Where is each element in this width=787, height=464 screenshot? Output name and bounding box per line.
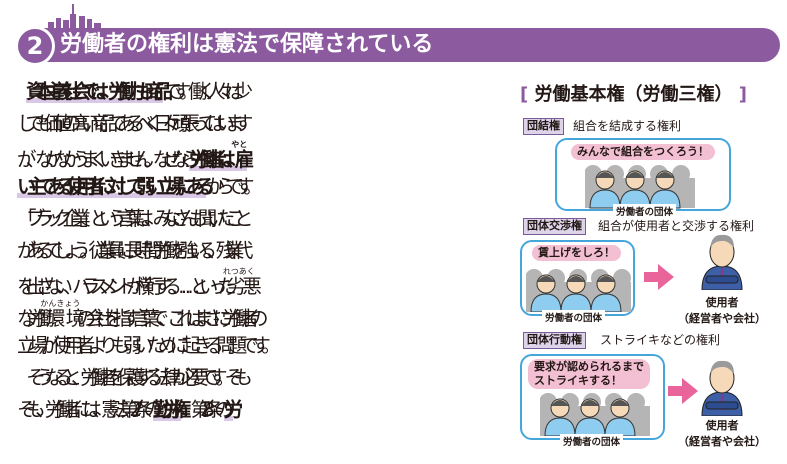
- right-desc-kodo: ストライキなどの権利: [600, 333, 721, 347]
- ruby-base: 雇: [231, 147, 257, 171]
- text-segment: の会社を指す言葉で、これはまさに労働者の: [76, 306, 268, 330]
- ruby-base: 劣悪: [222, 274, 265, 298]
- furigana: かんきょう: [40, 298, 81, 308]
- text-segment: そも、労働者には、憲法第27条の: [17, 397, 163, 421]
- workers-illustration: [540, 393, 650, 436]
- emphasized-text: 勤労権: [152, 397, 191, 421]
- body-line: 立場が使用者よりも弱いために起きる問題です。: [17, 330, 495, 362]
- right-label-kosho: 団体交渉権: [523, 218, 586, 235]
- body-line: な労働環境かんきょうの会社を指す言葉で、これはまさに労働者の: [17, 299, 495, 331]
- furigana: やと: [231, 139, 248, 149]
- employer-sub-label: （経営者や会社）: [678, 435, 766, 448]
- bracket-open: [: [520, 84, 529, 105]
- text-segment: そうなると、労働者を保護する法律が必要です。そも: [17, 366, 253, 390]
- workers-illustration: [585, 165, 695, 209]
- speech-bubble: 要求が認められるまでストライキする！: [528, 359, 650, 389]
- emphasized-text: 雇やと: [231, 140, 258, 171]
- employer-label: 使用者: [705, 419, 739, 432]
- group-caption: 労働者の団体: [542, 310, 606, 324]
- body-line: そうなると、労働者を保護する法律が必要です。そも: [17, 362, 495, 394]
- speech-bubble: みんなで組合をつくろう！: [571, 144, 715, 160]
- bracket-close: ]: [738, 84, 748, 105]
- body-line: 資本主義社会では、労働力も商品です。働く人々は少: [17, 76, 495, 108]
- speech-line-1: 要求が認められるまで: [534, 360, 644, 373]
- emphasized-text: 労: [223, 397, 244, 421]
- body-line: が、なかなかうまくいきません。なぜなら労働者は、雇やと: [17, 140, 495, 172]
- text-segment: からです。: [205, 175, 263, 199]
- text-segment: しでも価値の高い商品であるべく日々頑張ってはいます: [17, 111, 253, 135]
- employer-illustration: [701, 234, 743, 290]
- text-segment: 環境かんきょう: [40, 299, 90, 330]
- employer-illustration: [701, 360, 743, 416]
- section-title: 労働者の権利は憲法で保障されている: [60, 32, 434, 57]
- group-caption: 労働者の団体: [613, 204, 677, 218]
- illustration-card-danketsu: みんなで組合をつくろう！ 労働者の団体: [555, 138, 731, 218]
- body-line: 「ブラック企業」という言葉は、みなさんも聞いたこと: [17, 203, 495, 235]
- employer-label: 使用者: [705, 296, 739, 309]
- speech-line-2: ストライキする！: [534, 374, 622, 387]
- right-desc-kosho: 組合が使用者と交渉する権利: [598, 219, 755, 233]
- body-line: い主である使用者に対して弱い立場にあるからです。: [17, 171, 495, 203]
- emphasized-text: い主である使用者に対して弱い立場にある: [17, 175, 215, 199]
- ruby-base: 環境: [40, 306, 90, 330]
- group-caption: 労働者の団体: [560, 434, 624, 448]
- speech-bubble: 賃上げをしろ！: [532, 245, 621, 261]
- emphasized-text: 労働者は、: [189, 147, 245, 171]
- illustration-card-kosho: 賃上げをしろ！ 労働者の団体: [520, 240, 635, 324]
- right-label-danketsu: 団結権: [523, 118, 564, 135]
- body-line: を出さない、ハラスメントが横行する……といった劣悪れつあく: [17, 267, 495, 299]
- body-line: そも、労働者には、憲法第27条の勤労権、第28条の労: [17, 394, 495, 426]
- employer-sub-label: （経営者や会社）: [678, 312, 766, 325]
- text-segment: を出さない、ハラスメントが横行する……といった: [17, 274, 237, 298]
- text-segment: 、第28条の: [181, 397, 234, 421]
- body-line: しでも価値の高い商品であるべく日々頑張ってはいます: [17, 108, 495, 140]
- text-segment: が、なかなかうまくいきません。なぜなら: [17, 147, 199, 171]
- text-segment: 「ブラック企業」という言葉は、みなさんも聞いたこと: [17, 207, 253, 231]
- illustration-card-kodo: 要求が認められるまでストライキする！ 労働者の団体: [520, 354, 665, 448]
- section-header-bar: [40, 28, 780, 62]
- arrow-right-icon: [668, 378, 698, 404]
- text-segment: [17, 80, 26, 103]
- right-label-kodo: 団体行動権: [523, 332, 586, 349]
- text-segment: 劣悪れつあく: [222, 267, 265, 298]
- text-segment: 立場が使用者よりも弱いために起きる問題です。: [17, 334, 281, 358]
- workers-illustration: [526, 269, 631, 312]
- right-desc-danketsu: 組合を結成する権利: [573, 119, 682, 133]
- section-number: 2: [15, 26, 55, 66]
- city-skyline-icon: [48, 4, 101, 30]
- panel-title: [ 労働基本権（労働三権） ]: [520, 80, 747, 106]
- furigana: れつあく: [222, 266, 255, 276]
- body-line: があるでしょう。従業員に長時間労働を強いる、残業代: [17, 235, 495, 267]
- arrow-right-icon: [644, 264, 674, 290]
- text-segment: です。働く人々は少: [162, 80, 253, 103]
- text-segment: があるでしょう。従業員に長時間労働を強いる、残業代: [17, 238, 253, 262]
- emphasized-text: 資本主義社会では、労働力も商品: [26, 80, 173, 103]
- body-text: 資本主義社会では、労働力も商品です。働く人々は少しでも価値の高い商品であるべく日…: [17, 76, 495, 426]
- panel-title-text: 労働基本権（労働三権）: [534, 84, 733, 105]
